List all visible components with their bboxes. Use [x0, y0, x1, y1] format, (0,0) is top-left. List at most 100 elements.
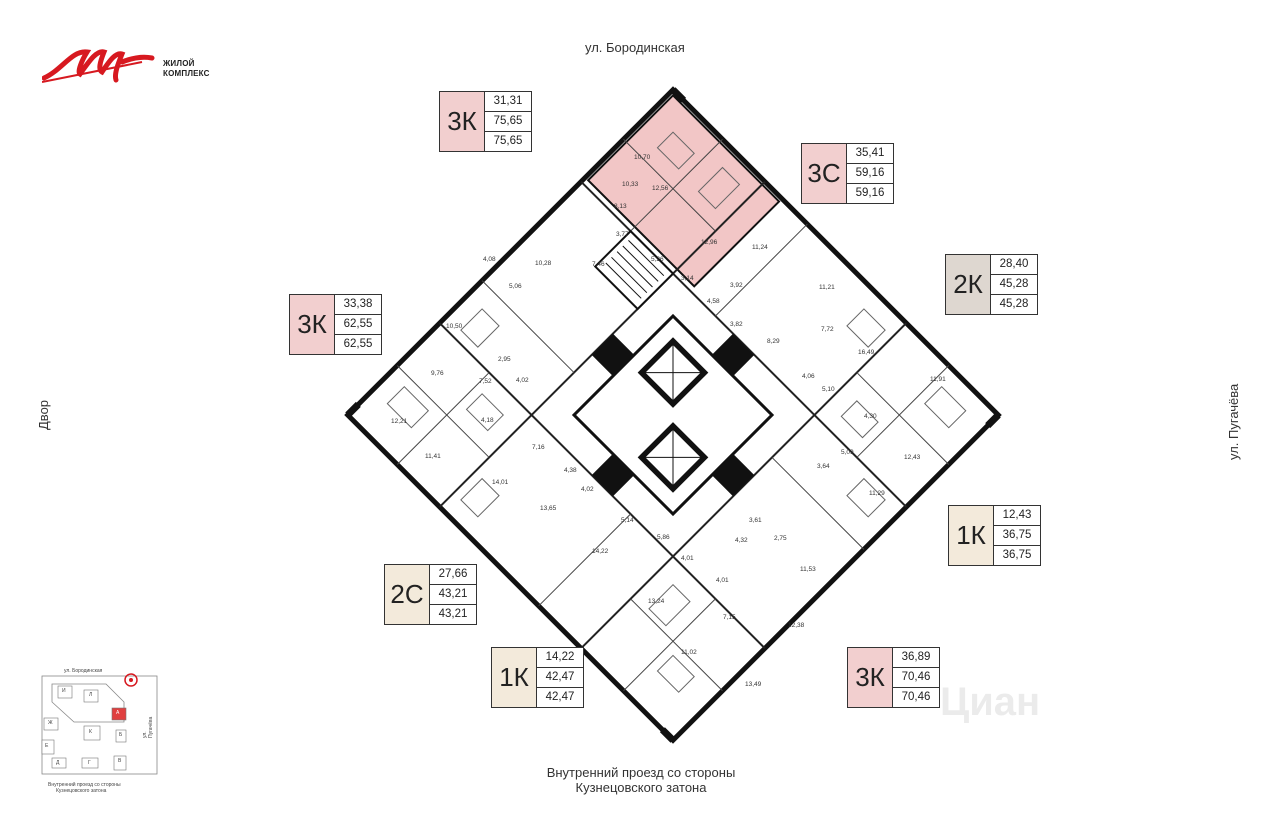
mini-section: А	[116, 710, 120, 716]
street-bottom: Внутренний проезд со стороны Кузнецовско…	[535, 765, 747, 795]
room-area: 4,38	[564, 467, 577, 474]
total-area-alt: 45,28	[999, 298, 1029, 310]
mini-caption-1: Внутренний проезд со стороны	[48, 782, 121, 788]
room-area: 13,49	[745, 681, 762, 688]
room-area: 12,56	[652, 185, 669, 192]
stairs	[593, 229, 675, 311]
room-area: 4,58	[707, 298, 720, 305]
room-area: 7,16	[532, 444, 545, 451]
room-area: 5,09	[841, 449, 854, 456]
room-area: 5,06	[509, 283, 522, 290]
apartment-type: 3К	[848, 648, 893, 707]
living-area: 28,40	[991, 255, 1037, 275]
room-area: 5,86	[657, 534, 670, 541]
brand-logo	[41, 40, 212, 98]
apartment-type: 2С	[385, 565, 430, 624]
total-area: 42,47	[537, 668, 583, 688]
street-top: ул. Бородинская	[585, 40, 685, 55]
room-area: 7,15	[723, 614, 736, 621]
room-area: 11,53	[800, 566, 816, 573]
total-area: 75,65	[485, 112, 531, 132]
living-area: 27,66	[430, 565, 476, 585]
room-area: 3,92	[730, 282, 743, 289]
total-area: 43,21	[430, 585, 476, 605]
room-area: 7,46	[592, 261, 605, 268]
room-area: 11,41	[425, 453, 441, 460]
room-area: 4,32	[735, 537, 748, 544]
apartment-card-a1[interactable]: 3К 31,31 75,65 75,65	[439, 91, 532, 152]
room-area: 3,14	[681, 275, 694, 282]
living-area: 12,43	[994, 506, 1040, 526]
total-area-alt: 62,55	[343, 338, 373, 350]
living-area: 31,31	[485, 92, 531, 112]
room-area: 14,22	[592, 548, 609, 555]
mini-caption-2: Кузнецовского затона	[56, 788, 107, 794]
room-area: 4,01	[681, 555, 694, 562]
room-area: 5,10	[822, 386, 835, 393]
street-left: Двор	[36, 399, 51, 430]
room-area: 12,96	[701, 239, 718, 246]
apartment-card-a7[interactable]: 1К 14,22 42,47 42,47	[491, 647, 584, 708]
street-bottom-line-1: Внутренний проезд со стороны	[546, 765, 736, 780]
room-area: 11,29	[869, 490, 885, 497]
room-area: 4,06	[802, 373, 815, 380]
logo-caption: ЖИЛОЙ КОМПЛЕКС	[163, 59, 210, 79]
room-area: 10,70	[634, 154, 651, 161]
room-area: 10,33	[622, 181, 639, 188]
floor-plan	[344, 86, 1002, 744]
apartment-card-a6[interactable]: 2С 27,66 43,21 43,21	[384, 564, 477, 625]
mini-section: Ж	[48, 720, 53, 726]
apartment-type: 3С	[802, 144, 847, 203]
apartment-type: 1К	[949, 506, 994, 565]
apartment-card-a5[interactable]: 1К 12,43 36,75 36,75	[948, 505, 1041, 566]
mini-street-right: ул. Пугачёва	[142, 716, 154, 738]
apartment-type: 3К	[290, 295, 335, 354]
mini-section: Б	[119, 732, 123, 738]
room-area: 3,61	[749, 517, 762, 524]
total-area: 36,75	[994, 526, 1040, 546]
street-right: ул. Пугачёва	[1226, 383, 1241, 460]
current-section-marker	[111, 707, 127, 721]
room-area: 10,28	[535, 260, 552, 267]
room-area: 7,72	[821, 326, 834, 333]
room-area: 12,38	[788, 622, 805, 629]
apartment-card-a3[interactable]: 2К 28,40 45,28 45,28	[945, 254, 1038, 315]
mini-section: Л	[89, 692, 93, 698]
mini-section: Е	[45, 743, 49, 749]
room-area: 3,82	[730, 321, 743, 328]
compass-icon	[124, 673, 138, 687]
apartment-card-a8[interactable]: 3К 36,89 70,46 70,46	[847, 647, 940, 708]
room-area: 4,01	[716, 577, 729, 584]
room-area: 11,21	[819, 284, 835, 291]
room-area: 7,52	[479, 378, 492, 385]
total-area-alt: 43,21	[438, 608, 468, 620]
room-area: 12,43	[904, 454, 921, 461]
total-area: 70,46	[893, 668, 939, 688]
room-area: 8,29	[767, 338, 780, 345]
room-area: 8,13	[614, 203, 627, 210]
total-area-alt: 75,65	[493, 135, 523, 147]
room-area: 9,76	[431, 370, 444, 377]
highlighted-apartment	[586, 93, 781, 288]
room-area: 5,14	[621, 517, 634, 524]
room-area: 4,08	[483, 256, 496, 263]
room-area: 4,18	[481, 417, 494, 424]
street-bottom-line-2: Кузнецовского затона	[575, 780, 707, 795]
total-area-alt: 42,47	[545, 691, 575, 703]
watermark: Циан	[940, 680, 1041, 724]
mini-section: К	[89, 729, 92, 735]
apartment-card-a2[interactable]: 3С 35,41 59,16 59,16	[801, 143, 894, 204]
apartment-card-a4[interactable]: 3К 33,38 62,55 62,55	[289, 294, 382, 355]
apartment-type: 2К	[946, 255, 991, 314]
total-area: 62,55	[335, 315, 381, 335]
apartment-type: 3К	[440, 92, 485, 151]
room-area: 11,91	[930, 376, 946, 383]
living-area: 36,89	[893, 648, 939, 668]
total-area: 59,16	[847, 164, 893, 184]
mini-street-top: ул. Бородинская	[64, 668, 103, 674]
room-area: 16,49	[858, 349, 875, 356]
room-area: 13,24	[648, 598, 665, 605]
logo-line-2: КОМПЛЕКС	[163, 69, 210, 78]
logo-line-1: ЖИЛОЙ	[163, 59, 195, 68]
mini-section: И	[62, 688, 66, 694]
